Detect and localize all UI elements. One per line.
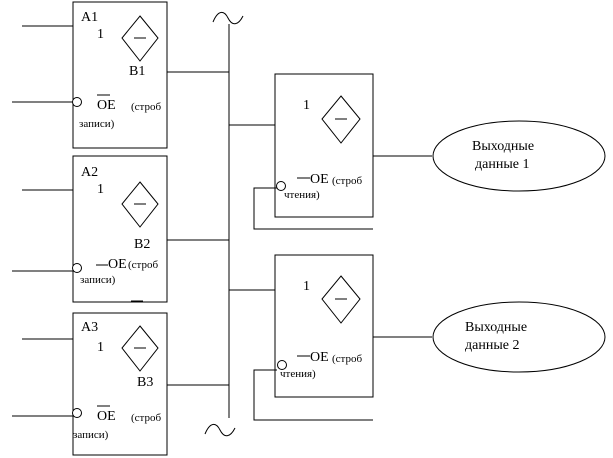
buffer-a1-strobe-close: записи) [79, 118, 115, 130]
buffer-a1-strobe-open: (строб [131, 101, 161, 113]
buffer-a2-strobe-open: (строб [128, 259, 158, 271]
buffer-a3-name: A3 [81, 320, 98, 335]
buffer-a1-oe-label: OE [97, 98, 116, 113]
read-buffer-2-strobe-open: (строб [332, 353, 362, 365]
output-data-2-line1: Выходные [465, 320, 527, 335]
buffer-a3-diamond-icon [121, 325, 159, 372]
buffer-a1-diamond-icon [121, 15, 159, 62]
buffer-a2: A2 1 B2 OE (строб записи) [12, 155, 168, 303]
buffer-a3-oe-label: OE [97, 409, 116, 424]
read-buffer-2-oe-label: OE [310, 350, 329, 365]
read-buffer-2-strobe-close: чтения) [280, 368, 316, 380]
buffer-a2-box [72, 155, 168, 303]
data-bus [167, 12, 275, 437]
read-buffer-2-oe-inversion-circle [277, 360, 287, 370]
buffer-a2-oe-label: OE [108, 257, 127, 272]
read-buffer-1-box [274, 73, 374, 218]
read-buffer-1-oe-inversion-circle [276, 181, 286, 191]
buffer-a1-name: A1 [81, 10, 98, 25]
buffer-a1: A1 1 B1 OE (строб записи) [12, 1, 168, 149]
output-data-2-line2: данные 2 [465, 338, 519, 353]
buffer-a3-strobe-close: записи) [73, 429, 109, 441]
buffer-a3-box [72, 312, 168, 456]
buffer-a1-gate-number: 1 [97, 27, 104, 42]
buffer-a3-gate-number: 1 [97, 340, 104, 355]
buffer-a2-oe-inversion-circle [72, 263, 82, 273]
read-buffer-1-gate-number: 1 [303, 98, 310, 113]
buffer-a2-gate-number: 1 [97, 182, 104, 197]
buffer-a1-output-label: B1 [129, 64, 145, 79]
buffer-a3-output-label: B3 [137, 375, 153, 390]
output-data-1-ellipse [432, 120, 606, 192]
output-data-2: Выходные данные 2 [432, 301, 606, 373]
bus-top-break-icon [212, 12, 244, 25]
buffer-a2-strobe-close: записи) [80, 274, 116, 286]
buffer-a3: A3 1 B3 OE (строб записи) [12, 312, 168, 456]
output-data-2-ellipse [432, 301, 606, 373]
read-buffer-1-oe-line [253, 187, 373, 230]
output-data-1: Выходные данные 1 [432, 120, 606, 192]
read-buffer-1-oe-label: OE [310, 172, 329, 187]
read-buffer-1-diamond-icon [321, 95, 361, 144]
buffer-a1-oe-inversion-circle [72, 97, 82, 107]
buffer-a1-box [72, 1, 168, 149]
read-buffer-2-oe-line [253, 369, 373, 421]
read-buffer-1: 1 OE (строб чтения) [253, 73, 432, 230]
buffer-a3-oe-inversion-circle [72, 408, 82, 418]
read-buffer-2-gate-number: 1 [303, 279, 310, 294]
read-buffer-1-strobe-close: чтения) [284, 189, 320, 201]
read-buffer-2: 1 OE (строб чтения) [253, 254, 432, 421]
read-buffer-2-diamond-icon [321, 275, 361, 324]
buffer-a3-strobe-open: (строб [131, 412, 161, 424]
read-buffer-2-box [274, 254, 374, 398]
output-data-1-line2: данные 1 [475, 157, 529, 172]
bus-bottom-break-icon [204, 424, 236, 437]
read-buffer-1-strobe-open: (строб [332, 175, 362, 187]
buffer-a2-diamond-icon [121, 181, 159, 228]
buffer-a2-name: A2 [81, 165, 98, 180]
buffer-a2-output-label: B2 [134, 237, 150, 252]
output-data-1-line1: Выходные [472, 139, 534, 154]
